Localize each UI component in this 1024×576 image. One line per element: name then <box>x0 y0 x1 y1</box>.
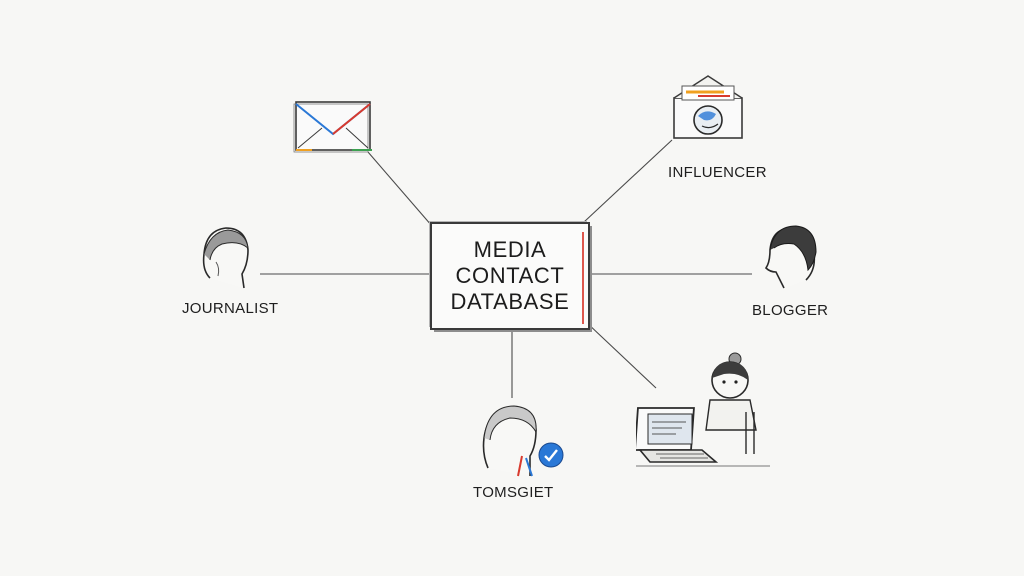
person-head-icon <box>482 405 537 477</box>
person-head-icon <box>202 227 249 289</box>
center-line-1: MEDIA <box>473 237 547 262</box>
influencer-label: INFLUENCER <box>668 164 767 181</box>
open-envelope-globe-icon <box>673 75 743 139</box>
center-line-2: CONTACT <box>455 263 565 288</box>
checkmark-badge-icon <box>538 442 564 468</box>
bottom-person-label: TOMSGIET <box>473 484 554 501</box>
journalist-label: JOURNALIST <box>182 300 279 317</box>
envelope-icon <box>293 101 372 153</box>
center-line-3: DATABASE <box>450 289 570 314</box>
blogger-label: BLOGGER <box>752 302 829 319</box>
connector-influencer <box>583 139 673 223</box>
media-contact-database-box: MEDIA CONTACT DATABASE <box>430 222 590 330</box>
center-box-accent <box>582 232 584 324</box>
person-at-laptop-icon <box>636 352 770 467</box>
connector-laptop-person <box>585 321 657 389</box>
connector-email <box>367 151 433 227</box>
person-head-icon <box>764 225 817 289</box>
